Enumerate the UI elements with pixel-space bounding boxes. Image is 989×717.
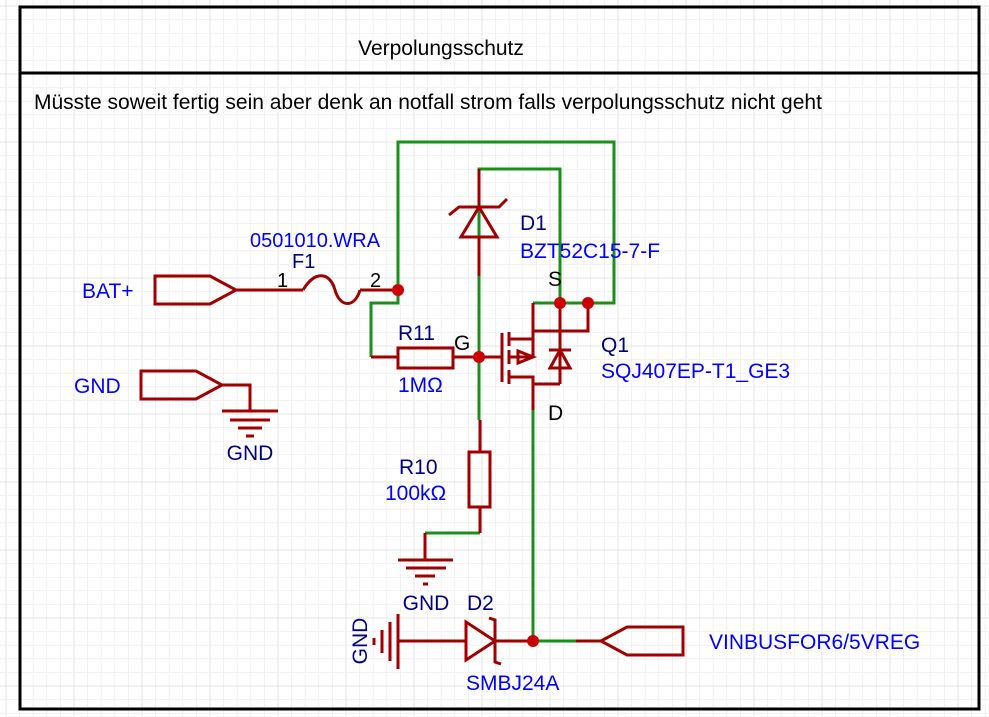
zener-bar: [448, 197, 509, 217]
f1-pin2-label: 2: [370, 270, 381, 292]
wire-inner-loop: [477, 167, 562, 303]
zener-d1[interactable]: D1 BZT52C15-7-F: [448, 169, 660, 276]
vinbus-port-shape[interactable]: [597, 625, 685, 657]
r10-value: 100kΩ: [385, 482, 446, 505]
gnd-port-wire: [222, 383, 252, 411]
resistor-r11[interactable]: R11 1MΩ: [371, 322, 479, 397]
q1-drain-label: D: [548, 402, 563, 425]
f1-pin1-label: 1: [277, 270, 288, 292]
sheet-title: Verpolungsschutz: [358, 37, 524, 60]
q1-gate-label: G: [454, 332, 470, 355]
junctions: [392, 284, 594, 647]
mosfet-q1[interactable]: G S D Q1 SQJ407EP-T1_GE3: [454, 268, 790, 425]
junction-output: [527, 635, 539, 647]
ground-2-label: GND: [403, 592, 450, 615]
wire-outer-loop: [396, 140, 616, 305]
ground-1-label: GND: [227, 442, 274, 465]
fuse-f1[interactable]: 0501010.WRA F1 1 2: [250, 230, 398, 305]
gnd-port-shape[interactable]: [139, 369, 226, 401]
ground-3-label: GND: [349, 618, 372, 665]
r11-value: 1MΩ: [398, 374, 443, 397]
junction-source-2: [582, 297, 594, 309]
junction-gate: [473, 351, 485, 363]
d2-value: SMBJ24A: [466, 672, 559, 695]
bat-plus-label: BAT+: [82, 280, 134, 303]
bat-plus-port-shape[interactable]: [153, 274, 240, 306]
r10-designator: R10: [399, 456, 438, 479]
resistor-r10[interactable]: R10 100kΩ: [385, 420, 492, 533]
q1-source-label: S: [548, 268, 562, 291]
mosfet-arrow: [516, 348, 538, 366]
d2-triangle: [464, 619, 498, 663]
q1-value: SQJ407EP-T1_GE3: [601, 360, 790, 383]
r11-body: [396, 346, 455, 370]
ground-symbol-2: GND: [398, 533, 453, 615]
d1-designator: D1: [520, 212, 547, 235]
d1-value: BZT52C15-7-F: [520, 240, 660, 263]
r10-body: [467, 450, 492, 509]
fuse-symbol: [301, 274, 362, 305]
d2-designator: D2: [467, 592, 494, 615]
vinbus-port-label: VINBUSFOR6/5VREG: [709, 631, 920, 654]
gnd-port[interactable]: GND: [74, 369, 226, 401]
junction-fuse-out: [392, 284, 404, 296]
vinbus-port[interactable]: VINBUSFOR6/5VREG: [576, 625, 920, 657]
junction-source-1: [554, 297, 566, 309]
wire-to-r11: [369, 290, 400, 357]
gnd-port-label: GND: [74, 375, 121, 398]
ground-symbol-1: GND: [222, 409, 278, 465]
sheet-note: Müsste soweit fertig sein aber denk an n…: [34, 91, 822, 114]
sheet-frame: [18, 5, 981, 711]
body-diode-triangle: [547, 346, 573, 370]
f1-value: 0501010.WRA: [250, 230, 381, 252]
r11-designator: R11: [398, 322, 435, 345]
bat-plus-port[interactable]: BAT+: [82, 274, 240, 306]
f1-designator: F1: [292, 251, 315, 273]
q1-designator: Q1: [601, 334, 629, 357]
tvs-diode-d2[interactable]: D2 SMBJ24A: [398, 592, 559, 695]
